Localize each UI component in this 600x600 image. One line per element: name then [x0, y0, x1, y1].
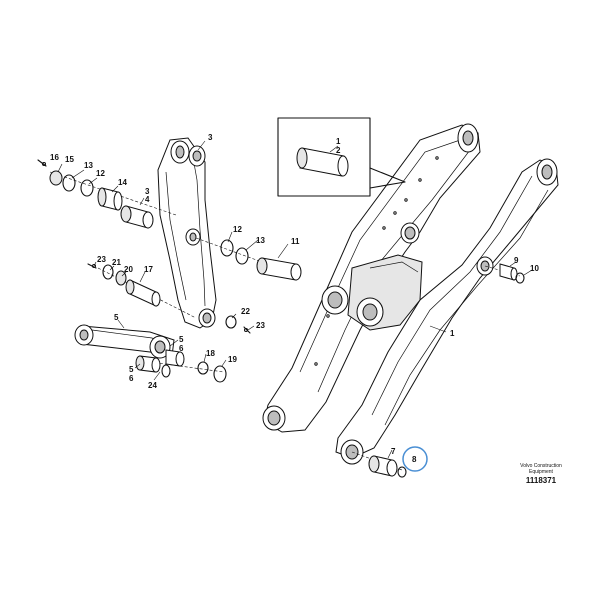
highlight-ring[interactable] [402, 446, 428, 472]
callout-12-top[interactable]: 12 [96, 169, 105, 178]
callout-22[interactable]: 22 [241, 307, 250, 316]
callout-24[interactable]: 24 [148, 381, 157, 390]
callout-6-left[interactable]: 6 [129, 374, 134, 383]
callout-14[interactable]: 14 [118, 178, 127, 187]
callout-10[interactable]: 10 [530, 264, 539, 273]
callout-9[interactable]: 9 [514, 256, 519, 265]
callout-6-right[interactable]: 6 [179, 344, 184, 353]
right-pin-parts [351, 263, 525, 478]
footer-brand: Volvo Construction Equipment [504, 463, 578, 475]
callout-23-left[interactable]: 23 [97, 255, 106, 264]
pin-11-assembly [195, 237, 302, 281]
callouts: 1 2 1 3 3 4 5 5 6 5 6 7 8 9 10 11 12 12 … [50, 133, 539, 464]
callout-2-inset[interactable]: 2 [336, 146, 341, 155]
callout-4[interactable]: 4 [145, 195, 150, 204]
drawing-number: 1118371 [525, 476, 557, 485]
callout-1-inset[interactable]: 1 [336, 137, 341, 146]
callout-13-top[interactable]: 13 [84, 161, 93, 170]
callout-5-rod[interactable]: 5 [114, 313, 119, 322]
callout-13-mid[interactable]: 13 [256, 236, 265, 245]
pin-22-assembly [225, 315, 251, 334]
upper-pin-assembly [37, 159, 177, 229]
pin-inset [277, 117, 406, 197]
callout-5-left[interactable]: 5 [129, 365, 134, 374]
callout-3-top[interactable]: 3 [208, 133, 213, 142]
callout-11[interactable]: 11 [291, 237, 300, 246]
link-pin-assembly [135, 349, 227, 383]
callout-23-right[interactable]: 23 [256, 321, 265, 330]
link-rod [74, 324, 175, 359]
callout-21[interactable]: 21 [112, 258, 121, 267]
callout-15[interactable]: 15 [65, 155, 74, 164]
brand-line-1: Volvo Construction [520, 463, 562, 469]
callout-12-mid[interactable]: 12 [233, 225, 242, 234]
callout-8[interactable]: 8 [412, 455, 417, 464]
callout-1[interactable]: 1 [450, 329, 455, 338]
callout-5-right[interactable]: 5 [179, 335, 184, 344]
bell-crank [157, 137, 217, 329]
callout-3-side[interactable]: 3 [145, 187, 150, 196]
callout-16[interactable]: 16 [50, 153, 59, 162]
callout-7[interactable]: 7 [391, 447, 396, 456]
callout-17[interactable]: 17 [144, 265, 153, 274]
leader-lines [57, 140, 533, 459]
callout-19[interactable]: 19 [228, 355, 237, 364]
lift-arm [262, 123, 559, 465]
brand-line-2: Equipment [529, 469, 553, 475]
callout-20[interactable]: 20 [124, 265, 133, 274]
callout-18[interactable]: 18 [206, 349, 215, 358]
